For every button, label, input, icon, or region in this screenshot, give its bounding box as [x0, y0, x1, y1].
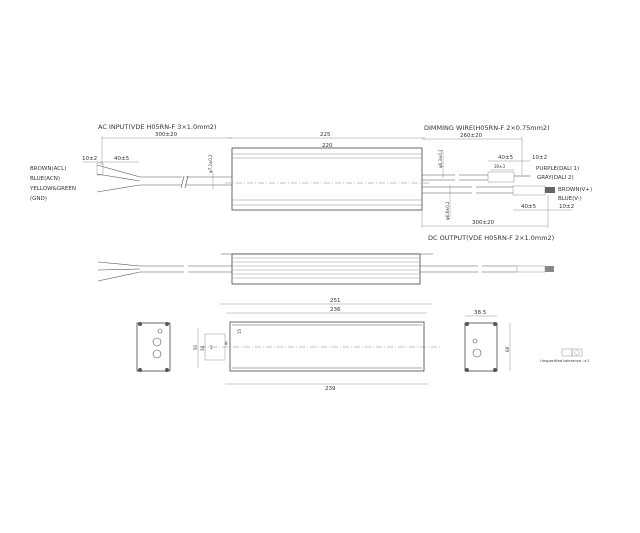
- ac-wire-yellow-green: YELLOW&GREEN: [29, 186, 76, 192]
- dim-ac-strip: 10±2: [82, 156, 97, 162]
- side-view: [97, 253, 554, 285]
- ac-wire-gnd: (GND): [30, 196, 47, 202]
- dim-50: 50: [193, 344, 198, 350]
- dim-dc-diameter: φ6.8±0.2: [445, 201, 450, 220]
- ac-input-title: AC INPUT(VDE H05RN-F 3×1.0mm2): [98, 123, 216, 131]
- dim-34: 34: [200, 345, 205, 351]
- tolerance-note: Unspecified tolerance :±1: [540, 358, 590, 363]
- dim-8: 8: [225, 341, 228, 346]
- dim-236: 236: [330, 307, 341, 313]
- dim-ac-diameter: φ7.2±0.2: [208, 154, 213, 173]
- dim-ac-length: 300±20: [155, 132, 178, 138]
- dimming-wire-title: DIMMING WIRE(H05RN-F 2×0.75mm2): [424, 124, 550, 132]
- dim-220: 220: [322, 143, 333, 149]
- dim-239: 239: [325, 386, 336, 392]
- dim-dimming-jacket: 40±5: [498, 155, 514, 161]
- bottom-view: 251 236 239 50 34 5 8 15 38.5 68 Unspeci…: [136, 298, 590, 392]
- dim-dimming-inner: 30±3: [494, 164, 505, 169]
- dim-wire-gray: GRAY(DALI 2): [537, 175, 574, 181]
- dc-output-title: DC OUTPUT(VDE H05RN-F 2×1.0mm2): [428, 234, 554, 242]
- top-view: AC INPUT(VDE H05RN-F 3×1.0mm2) DIMMING W…: [29, 123, 592, 242]
- dim-dc-jacket: 40±5: [521, 204, 537, 210]
- dim-wire-purple: PURPLE(DALI 1): [536, 166, 579, 172]
- dim-dimming-diameter: φ6.3±0.2: [438, 149, 443, 168]
- ac-wire-blue: BLUE(ACN): [30, 176, 60, 182]
- dim-dimming-length: 260±20: [460, 133, 483, 139]
- dim-225: 225: [320, 132, 331, 138]
- dim-15: 15: [237, 328, 242, 334]
- dc-wire-brown: BROWN(V+): [558, 187, 592, 193]
- dim-38-5: 38.5: [474, 310, 487, 316]
- dim-251: 251: [330, 298, 341, 304]
- dc-wire-blue: BLUE(V-): [558, 196, 582, 202]
- dim-dimming-strip: 10±2: [532, 155, 547, 161]
- dim-5: 5: [210, 345, 213, 350]
- dim-dc-strip: 10±2: [559, 204, 574, 210]
- dim-ac-jacket: 40±5: [114, 156, 130, 162]
- dim-dc-length: 300±20: [472, 220, 495, 226]
- dim-68: 68: [505, 346, 510, 352]
- ac-wire-brown: BROWN(ACL): [30, 166, 66, 172]
- projection-symbol-icon: [561, 348, 573, 357]
